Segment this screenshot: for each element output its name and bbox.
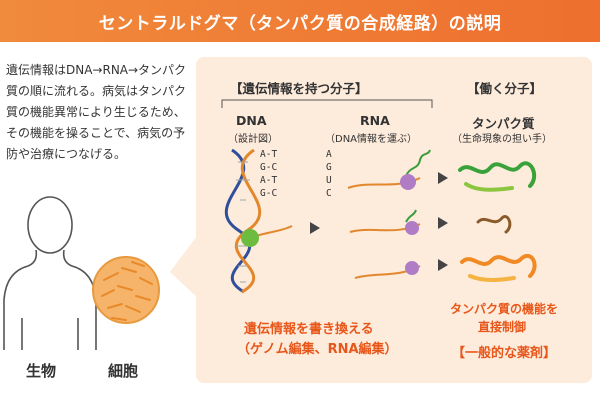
nascent-chain-icon — [405, 149, 431, 223]
ribosome-icon — [400, 174, 419, 275]
arrow-icon — [438, 259, 448, 271]
page-title: セントラルドグマ（タンパク質の合成経路）の説明 — [98, 13, 502, 34]
cell-icon — [92, 256, 160, 324]
rna-base: C — [326, 188, 332, 199]
dna-base-pairs: A-T G-C A-T G-C — [260, 148, 277, 200]
protein-brown-icon — [476, 215, 512, 234]
control-text-line2: 直接制御 — [478, 320, 527, 334]
base-pair: A-T — [260, 149, 278, 160]
cell-label: 細胞 — [108, 362, 139, 380]
protein-label: タンパク質 — [472, 116, 535, 131]
rna-base: G — [326, 162, 332, 173]
base-pair: G-C — [260, 188, 278, 199]
arrow-icon — [310, 222, 320, 234]
genetic-molecules-header: 【遺伝情報を持つ分子】 — [230, 81, 368, 96]
rewrite-subtext: （ゲノム編集、RNA編集） — [237, 342, 398, 357]
base-pair: A-T — [260, 175, 278, 186]
control-text-line1: タンパク質の機能を — [450, 302, 559, 316]
rna-base: A — [326, 149, 332, 160]
protein-green-icon — [458, 161, 537, 192]
protein-sublabel: （生命現象の担い手） — [452, 134, 552, 145]
description-text: 遺伝情報はDNA→RNA→タンパク質の順に流れる。病気はタンパク質の機能異常によ… — [6, 63, 187, 161]
rna-bases: A G U C — [326, 148, 332, 200]
drug-label: 【一般的な薬剤】 — [452, 346, 557, 361]
arrow-icon — [438, 217, 448, 229]
base-pair: G-C — [260, 162, 278, 173]
protein-orange-icon — [460, 254, 537, 282]
rna-label: RNA — [360, 113, 390, 128]
dna-helix-icon — [224, 148, 293, 294]
title-bar: セントラルドグマ（タンパク質の合成経路）の説明 — [0, 0, 600, 42]
enzyme-icon — [241, 229, 259, 247]
working-molecules-header: 【働く分子】 — [467, 81, 543, 96]
callout-wedge — [170, 232, 200, 300]
organism-label: 生物 — [26, 362, 57, 380]
rna-sublabel: （DNA情報を運ぶ） — [325, 134, 418, 145]
rewrite-text: 遺伝情報を書き換える — [244, 322, 374, 337]
rna-base: U — [326, 175, 332, 186]
dna-sublabel: （設計図） — [228, 134, 278, 145]
process-panel — [196, 57, 592, 383]
arrow-icon — [438, 172, 448, 184]
dna-label: DNA — [236, 113, 267, 128]
